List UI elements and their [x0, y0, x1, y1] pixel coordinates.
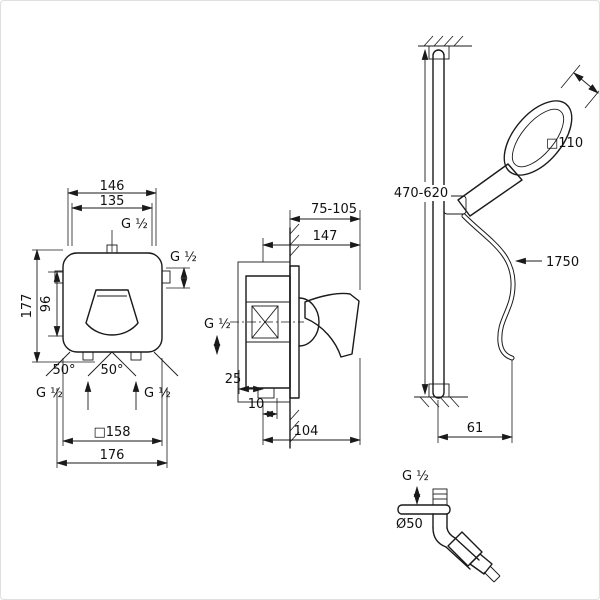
- rail-view: 470-620 □110 1750 61: [391, 35, 600, 443]
- dim-height-outer: 177: [20, 294, 35, 319]
- thread-stub: [432, 488, 448, 506]
- wall-hatching-top: [423, 35, 464, 47]
- elbow-nut: [447, 531, 483, 567]
- dim-width-total: 176: [100, 448, 125, 463]
- elbow-bend: [432, 527, 447, 548]
- dim-25: 25: [225, 372, 242, 387]
- dim-angle-left: 50°: [52, 363, 75, 378]
- elbow-view: G ½ Ø50: [396, 469, 501, 583]
- dim-line: [573, 72, 599, 94]
- ext-line: [560, 64, 581, 89]
- dim-elbow-diameter: Ø50: [396, 517, 423, 532]
- hand-shower-handle: [457, 163, 523, 217]
- valve-body: [245, 275, 291, 389]
- angle-line: [45, 351, 71, 377]
- lever-handle-front: [85, 289, 139, 336]
- dim-61: 61: [467, 421, 484, 436]
- dome-cap: [298, 297, 320, 347]
- dim-length: 147: [313, 229, 338, 244]
- ext-line: [584, 89, 600, 109]
- port-bottom-left: [82, 351, 94, 361]
- spray-face: [511, 108, 565, 168]
- port-bottom-right: [130, 351, 142, 361]
- angle-line: [87, 351, 113, 377]
- rail-mount-top: [428, 45, 450, 60]
- hand-shower-head: [503, 100, 573, 176]
- shower-holder: [443, 195, 467, 215]
- wall-hatching-bottom: [419, 396, 460, 408]
- rail-mount-bottom: [428, 383, 450, 398]
- dim-thread-bottom-right: G ½: [144, 386, 171, 401]
- angle-line: [153, 351, 179, 377]
- dim-angle-right: 50°: [100, 363, 123, 378]
- dim-thread-right: G ½: [170, 250, 197, 265]
- hose-tail: [489, 565, 501, 577]
- hose-tail-cap: [493, 575, 501, 583]
- dim-depth-range: 75-105: [311, 202, 357, 217]
- escutcheon-plate: [62, 252, 163, 353]
- dim-thread-bottom-left: G ½: [36, 386, 63, 401]
- dim-square-size: □158: [93, 425, 130, 440]
- supply-stub: [257, 387, 275, 399]
- elbow-pipe: [445, 546, 471, 570]
- side-view: 75-105 147 G ½ 25 10 104: [204, 202, 362, 449]
- dim-104: 104: [294, 424, 319, 439]
- label-mask: [391, 185, 451, 201]
- elbow-pipe: [454, 537, 480, 561]
- dim-10: 10: [248, 397, 265, 412]
- lever-handle-side: [304, 292, 360, 358]
- elbow-flange: [397, 504, 451, 515]
- shower-rail: [432, 49, 445, 399]
- dim-height-range: 470-620: [394, 186, 448, 201]
- front-view: 146 135 G ½ G ½ 96 177 50° 50° G ½ G ½ □…: [20, 179, 197, 468]
- dim-thread-side: G ½: [204, 317, 231, 332]
- port-right: [161, 270, 171, 284]
- dim-head-size: □110: [546, 136, 583, 151]
- elbow-bend: [446, 527, 456, 539]
- dim-elbow-thread: G ½: [402, 469, 429, 484]
- shower-hose-inner: [462, 214, 515, 360]
- dim-height-inner: 96: [39, 296, 54, 313]
- hose-cone: [469, 553, 493, 575]
- escutcheon-side: [289, 265, 300, 399]
- dim-width-outer: 146: [100, 179, 125, 194]
- dim-width-inner: 135: [100, 194, 125, 209]
- hose-tail: [483, 571, 495, 583]
- wall-hatching: [289, 223, 300, 443]
- dim-thread-top: G ½: [121, 217, 148, 232]
- dim-hose-length: 1750: [546, 255, 579, 270]
- port-left: [54, 270, 64, 284]
- angle-line: [111, 351, 137, 377]
